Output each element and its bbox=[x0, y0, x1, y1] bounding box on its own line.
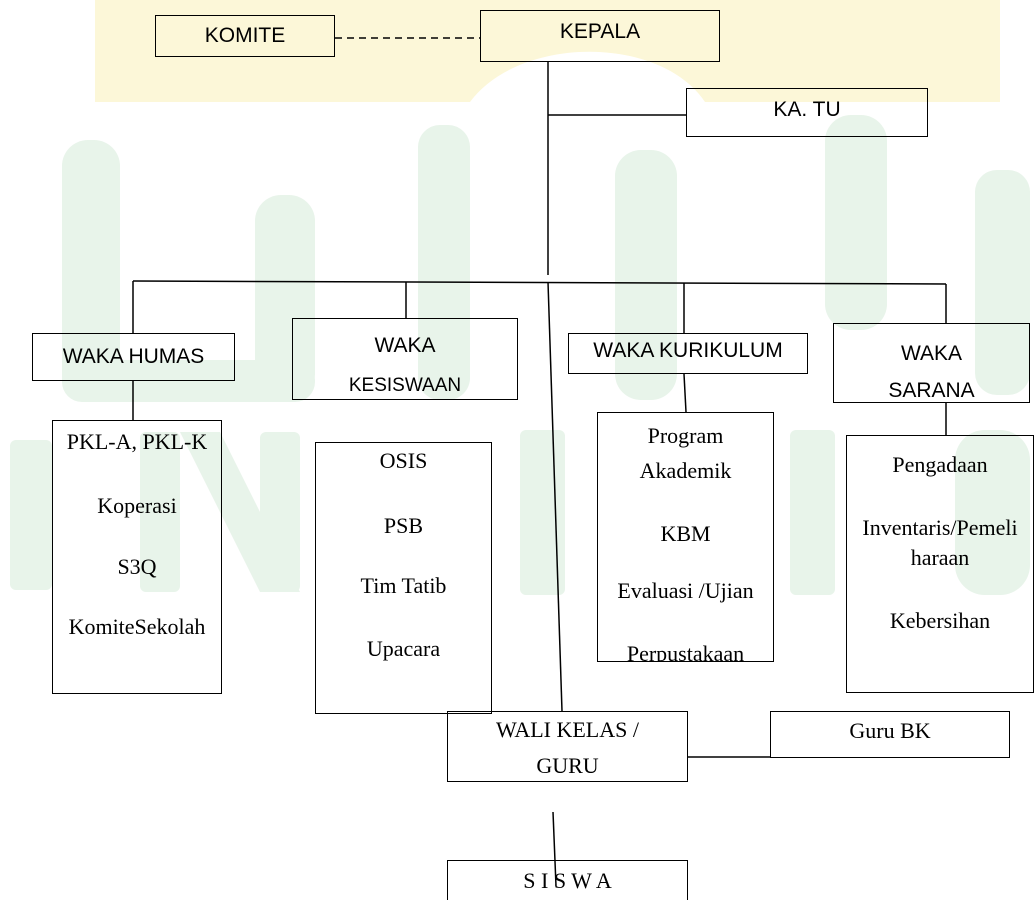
komite-label: KOMITE bbox=[204, 24, 286, 47]
waka-humas-box: WAKA HUMAS bbox=[32, 333, 235, 381]
watermark-shape bbox=[615, 150, 677, 400]
wali-kelas-label-line2: GURU bbox=[536, 753, 599, 778]
sarana-units-box: Pengadaan Inventaris/Pemeli haraan Keber… bbox=[846, 435, 1034, 693]
watermark-shape bbox=[825, 115, 887, 330]
humas-units-box: PKL-A, PKL-K Koperasi S3Q KomiteSekolah bbox=[52, 420, 222, 694]
kurikulum-unit: Evaluasi /Ujian bbox=[617, 578, 754, 603]
watermark-shape bbox=[955, 430, 1030, 595]
waka-kesiswaan-box: WAKA KESISWAAN bbox=[292, 318, 518, 400]
waka-sarana-label-line2: SARANA bbox=[888, 379, 975, 402]
kurikulum-unit: Akademik bbox=[639, 458, 732, 483]
kurikulum-unit: Program bbox=[647, 423, 724, 448]
kurikulum-unit: Perpustakaan bbox=[626, 641, 745, 662]
watermark-shape bbox=[62, 360, 315, 402]
waka-kesiswaan-label-line2: KESISWAAN bbox=[348, 375, 462, 396]
sarana-unit: Inventaris/Pemeli bbox=[862, 515, 1018, 540]
guru-bk-box: Guru BK bbox=[770, 711, 1010, 758]
watermark-shape bbox=[520, 430, 565, 595]
waka-humas-label: WAKA HUMAS bbox=[62, 345, 205, 368]
watermark-shape bbox=[260, 432, 300, 592]
watermark-shape bbox=[418, 125, 470, 400]
komite-box: KOMITE bbox=[155, 15, 335, 57]
kesiswaan-unit: OSIS bbox=[379, 448, 428, 473]
wali-kelas-label-line1: WALI KELAS / bbox=[496, 717, 639, 742]
watermark-shape bbox=[140, 432, 180, 592]
waka-kurikulum-box: WAKA KURIKULUM bbox=[568, 333, 808, 374]
siswa-box: S I S W A bbox=[447, 860, 688, 900]
waka-sarana-box: WAKA SARANA bbox=[833, 323, 1030, 403]
kurikulum-units-box: Program Akademik KBM Evaluasi /Ujian Per… bbox=[597, 412, 774, 662]
kesiswaan-unit: Tim Tatib bbox=[360, 573, 447, 598]
watermark-shape bbox=[255, 195, 315, 400]
waka-kurikulum-label: WAKA KURIKULUM bbox=[593, 339, 783, 362]
sarana-unit: Kebersihan bbox=[889, 608, 991, 633]
ka-tu-box: KA. TU bbox=[686, 88, 928, 137]
watermark-green-shapes bbox=[10, 115, 1030, 595]
watermark-shape bbox=[790, 430, 835, 595]
ka-tu-label: KA. TU bbox=[773, 98, 841, 121]
waka-kesiswaan-label-line1: WAKA bbox=[374, 334, 436, 357]
humas-unit: KomiteSekolah bbox=[68, 614, 206, 639]
sarana-unit: Pengadaan bbox=[892, 452, 988, 477]
guru-bk-label: Guru BK bbox=[849, 718, 931, 743]
humas-unit: S3Q bbox=[117, 554, 157, 579]
kesiswaan-units-box: OSIS PSB Tim Tatib Upacara bbox=[315, 442, 492, 714]
kepala-box: KEPALA bbox=[480, 10, 720, 62]
watermark-yellow-arch bbox=[95, 0, 1000, 102]
watermark-shape bbox=[10, 440, 52, 590]
waka-sarana-label-line1: WAKA bbox=[900, 342, 963, 365]
kesiswaan-unit: PSB bbox=[383, 513, 424, 538]
watermark-shape bbox=[62, 140, 120, 402]
kurikulum-unit: KBM bbox=[660, 521, 711, 546]
wali-kelas-box: WALI KELAS / GURU bbox=[447, 711, 688, 782]
kesiswaan-unit: Upacara bbox=[366, 636, 441, 661]
humas-unit: PKL-A, PKL-K bbox=[66, 429, 208, 454]
watermark-shape bbox=[975, 170, 1030, 395]
siswa-label: S I S W A bbox=[523, 868, 612, 893]
kepala-label: KEPALA bbox=[559, 20, 641, 43]
sarana-unit: haraan bbox=[910, 545, 970, 570]
humas-unit: Koperasi bbox=[97, 493, 177, 518]
